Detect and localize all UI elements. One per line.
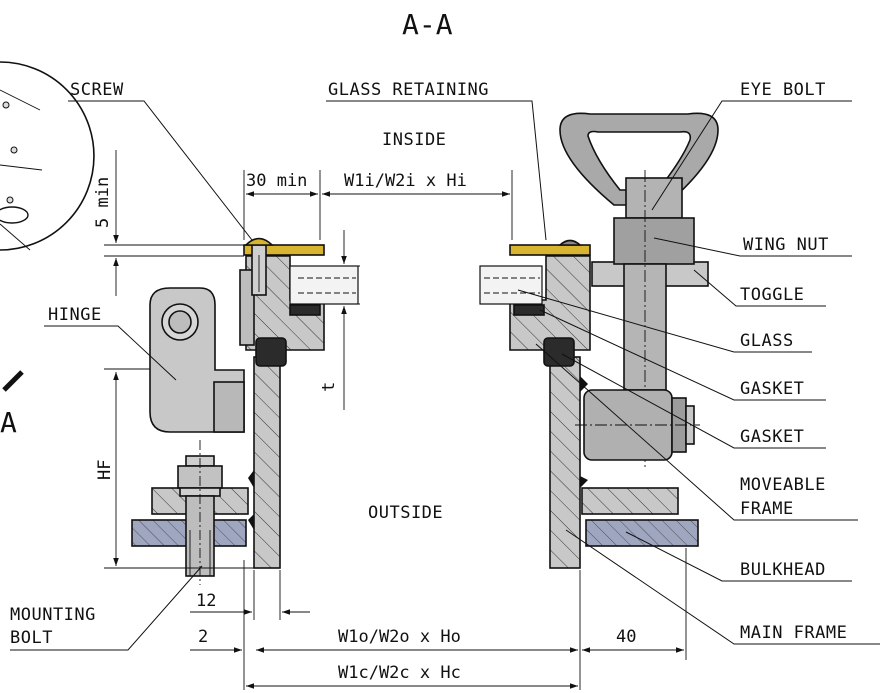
gasket-label-1: GASKET (740, 379, 804, 399)
screw-label: SCREW (70, 80, 124, 100)
wing-nut (613, 217, 695, 265)
hinge-label: HINGE (48, 305, 102, 325)
moveable-frame-right (509, 255, 591, 351)
bulkhead-label: BULKHEAD (740, 560, 826, 580)
glass-label: GLASS (740, 331, 794, 351)
left-frame-assembly (131, 237, 359, 585)
gasket-left (255, 337, 287, 367)
dim-5-min: 5 min (93, 177, 113, 228)
dim-hf: HF (95, 460, 115, 480)
dim-inside-opening: W1i/W2i x Hi (344, 171, 467, 191)
mounting-bolt (177, 440, 223, 585)
glass-right (479, 265, 543, 305)
right-callouts: GLASS RETAINING EYE BOLT WING NUT TOGGLE… (326, 80, 880, 645)
main-frame-label: MAIN FRAME (740, 623, 847, 643)
eye-bolt-label: EYE BOLT (740, 80, 826, 100)
side-view-label: A (0, 406, 17, 439)
moveable-frame-label-2: FRAME (740, 499, 794, 519)
wing-nut-label: WING NUT (743, 235, 829, 255)
dimensions: 30 min W1i/W2i x Hi 5 min t HF 12 2 (93, 150, 687, 690)
main-frame-left (253, 356, 281, 569)
glass-retaining-label: GLASS RETAINING (328, 80, 489, 100)
mounting-bolt-label-1: MOUNTING (10, 605, 96, 625)
glass-retaining-left (243, 244, 325, 256)
gasket-right (543, 337, 575, 367)
dim-cutout: W1c/W2c x Hc (338, 663, 461, 683)
moveable-frame-label-1: MOVEABLE (740, 475, 826, 495)
dim-30-min: 30 min (246, 171, 307, 191)
dim-2: 2 (198, 627, 208, 647)
dim-40: 40 (616, 627, 636, 647)
bulkhead-right (585, 519, 699, 547)
gasket-label-2: GASKET (740, 427, 804, 447)
section-title: A-A (402, 8, 453, 41)
outside-label: OUTSIDE (368, 503, 443, 523)
dim-thickness: t (319, 382, 339, 392)
glass-left (289, 265, 359, 305)
dim-12: 12 (196, 591, 216, 611)
inside-label: INSIDE (382, 130, 446, 150)
dim-outside-opening: W1o/W2o x Ho (338, 627, 461, 647)
glass-retaining-right (509, 244, 591, 256)
mounting-bolt-label-2: BOLT (10, 628, 53, 648)
right-frame-assembly (479, 112, 719, 569)
left-callouts: SCREW HINGE MOUNTING BOLT (10, 80, 253, 651)
side-view-fragment: A (0, 61, 95, 439)
toggle-label: TOGGLE (740, 285, 804, 305)
frame-flange-right (581, 487, 679, 515)
eye-bolt (559, 112, 719, 470)
